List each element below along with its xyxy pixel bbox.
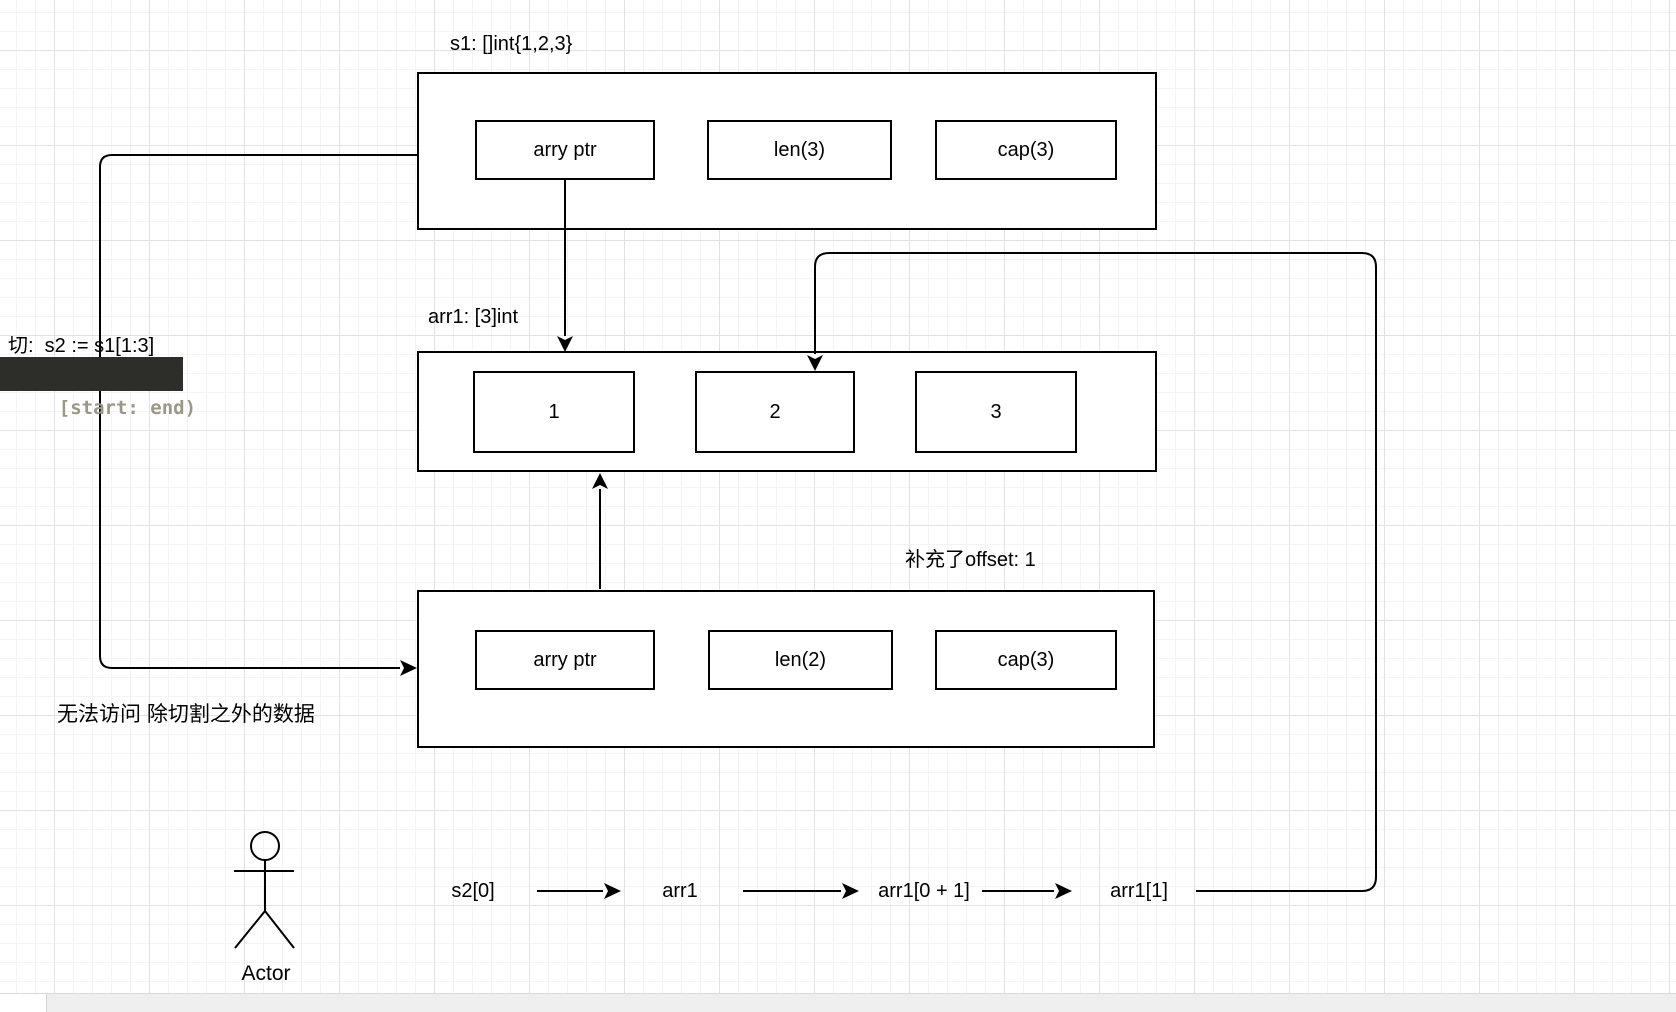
s2-offset-label[interactable]: 补充了offset: 1 <box>905 549 1036 571</box>
interval-notation-text: [start: end) <box>58 397 197 419</box>
arrowhead-into-s2 <box>400 660 417 676</box>
no-access-label[interactable]: 无法访问 除切割之外的数据 <box>57 703 315 726</box>
slice-operation-label[interactable]: 切: s2 := s1[1:3] <box>8 335 155 357</box>
arr1-cell-1[interactable]: 2 <box>695 371 855 453</box>
arr1-cell-1-text: 2 <box>769 400 781 423</box>
s1-field-len-text: len(3) <box>773 138 826 161</box>
interval-notation-chip[interactable]: [start: end) <box>0 357 196 419</box>
s2-field-len[interactable]: len(2) <box>708 630 893 690</box>
s1-field-arryptr-text: arry ptr <box>533 138 597 161</box>
s1-label[interactable]: s1: []int{1,2,3} <box>450 33 573 55</box>
arr1-label[interactable]: arr1: [3]int <box>428 306 519 328</box>
arrow-flow-2 <box>743 883 859 899</box>
s1-field-cap-text: cap(3) <box>997 138 1055 161</box>
s1-field-cap[interactable]: cap(3) <box>935 120 1117 180</box>
arrow-s2-to-arr1 <box>592 473 608 589</box>
arrow-flow-1 <box>537 883 621 899</box>
s2-field-len-text: len(2) <box>774 648 827 671</box>
arrowhead-into-arr1-cell0 <box>557 336 573 352</box>
flow-item-arr1[interactable]: arr1 <box>662 880 698 902</box>
arrowhead-into-arr1-bottom <box>592 473 608 489</box>
flow-item-arr1-1[interactable]: arr1[1] <box>1110 880 1168 902</box>
arrow-flow-3 <box>982 883 1072 899</box>
arr1-cell-2-text: 3 <box>990 400 1002 423</box>
arr1-cell-0[interactable]: 1 <box>473 371 635 453</box>
actor-label[interactable]: Actor <box>241 962 291 985</box>
s2-field-arryptr[interactable]: arry ptr <box>475 630 655 690</box>
flow-item-arr1-0-plus-1[interactable]: arr1[0 + 1] <box>878 880 970 902</box>
s1-field-len[interactable]: len(3) <box>707 120 892 180</box>
flow-item-s2-0[interactable]: s2[0] <box>451 880 495 902</box>
scrollbar-corner <box>0 994 47 1012</box>
s1-field-arryptr[interactable]: arry ptr <box>475 120 655 180</box>
canvas-bottom-edge <box>0 993 1676 1012</box>
arr1-cell-0-text: 1 <box>548 400 560 423</box>
s2-field-cap-text: cap(3) <box>997 648 1055 671</box>
s2-field-cap[interactable]: cap(3) <box>935 630 1117 690</box>
actor-icon <box>234 831 295 949</box>
connector-result-to-cell1 <box>807 252 1377 892</box>
s2-field-arryptr-text: arry ptr <box>533 648 597 671</box>
arr1-cell-2[interactable]: 3 <box>915 371 1077 453</box>
